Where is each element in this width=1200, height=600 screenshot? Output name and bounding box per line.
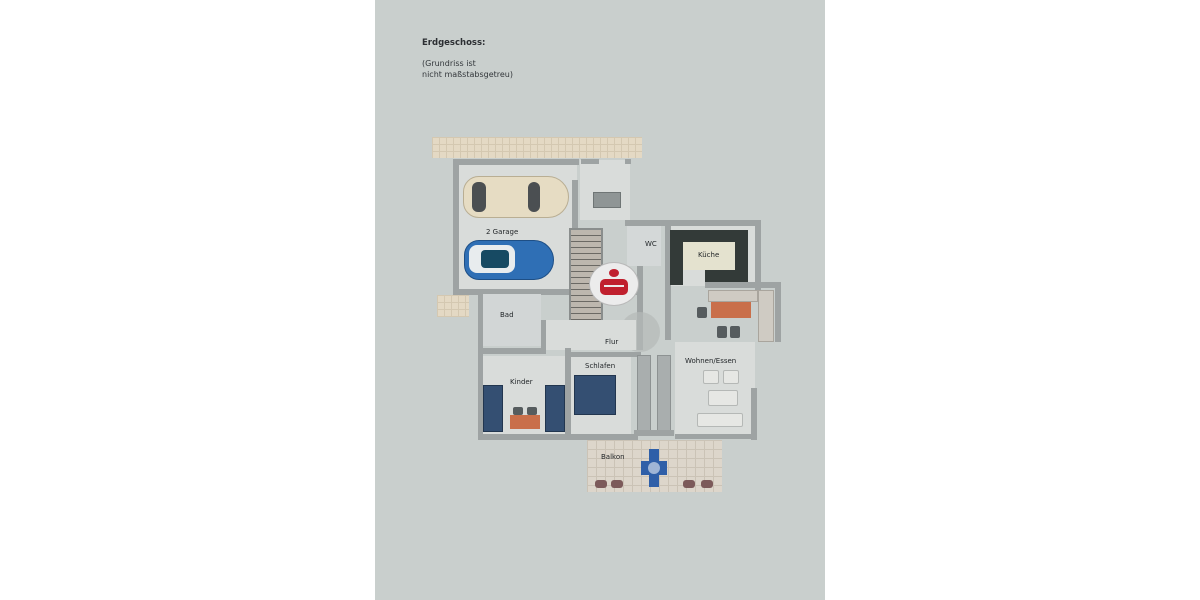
kitchen-counter <box>735 230 748 282</box>
wall <box>453 289 643 295</box>
kitchen-counter <box>670 230 683 285</box>
sofa <box>697 413 743 427</box>
armchair <box>723 370 739 384</box>
bath-floor <box>483 294 541 346</box>
bed <box>483 385 503 432</box>
floor-plan: 2 Garage WC Küche <box>375 0 825 600</box>
scale-note-line-1: (Grundriss ist <box>422 59 476 68</box>
table-top <box>648 462 660 474</box>
kitchen-counter <box>705 270 748 282</box>
chair <box>513 407 523 415</box>
wall <box>637 220 643 350</box>
wall <box>483 348 541 354</box>
wall <box>565 348 571 438</box>
sparkasse-logo <box>589 262 639 306</box>
scale-note: (Grundriss ist nicht maßstabsgetreu) <box>422 58 562 80</box>
wall <box>775 282 781 342</box>
plant <box>595 480 607 488</box>
sideboard <box>758 290 774 342</box>
wall <box>571 352 641 357</box>
logo-s-shape <box>600 279 628 295</box>
wall <box>453 159 459 294</box>
scale-note-line-2: nicht maßstabsgetreu) <box>422 70 513 79</box>
coffee-table <box>708 390 738 406</box>
plant <box>611 480 623 488</box>
armchair <box>703 370 719 384</box>
plant <box>683 480 695 488</box>
dining-table <box>711 302 751 318</box>
wall <box>705 282 780 288</box>
wall <box>478 434 638 440</box>
logo-dot <box>609 269 619 277</box>
wardrobe <box>637 355 651 435</box>
wall <box>625 159 631 164</box>
room-label-garage: 2 Garage <box>486 228 519 236</box>
page-title: Erdgeschoss: <box>422 38 486 48</box>
wc-floor <box>627 226 661 266</box>
wall <box>478 294 483 434</box>
room-label-kueche: Küche <box>698 251 720 259</box>
room-label-bad: Bad <box>500 311 514 319</box>
hallway-floor <box>546 320 636 350</box>
wardrobe <box>657 355 671 435</box>
wall <box>453 159 579 165</box>
kitchen-counter <box>670 230 748 242</box>
car-beige <box>463 176 569 218</box>
desk <box>510 415 540 429</box>
chair <box>527 407 537 415</box>
room-label-wohnen: Wohnen/Essen <box>685 357 737 365</box>
chair <box>730 326 740 338</box>
wardrobe <box>593 192 621 208</box>
car-window <box>481 250 509 268</box>
car-window <box>472 182 486 212</box>
wall <box>675 434 755 439</box>
room-label-kinder: Kinder <box>510 378 533 386</box>
room-label-flur: Flur <box>605 338 619 346</box>
side-path-tiles <box>437 295 469 317</box>
wall <box>751 388 757 440</box>
table-blue <box>641 449 667 487</box>
driveway-tiles <box>432 137 642 158</box>
room-label-schlafen: Schlafen <box>585 362 616 370</box>
chair <box>697 307 707 318</box>
bed <box>545 385 565 432</box>
wall <box>541 320 546 354</box>
wall <box>581 159 599 164</box>
room-label-balkon: Balkon <box>601 453 625 461</box>
wall <box>625 220 760 226</box>
car-window <box>528 182 540 212</box>
car-blue <box>464 240 554 280</box>
plant <box>701 480 713 488</box>
chair <box>717 326 727 338</box>
room-label-wc: WC <box>645 240 657 248</box>
wall <box>755 220 761 290</box>
entry-floor <box>580 160 630 220</box>
kitchen-island <box>683 242 735 270</box>
floor-plan-sheet: Erdgeschoss: (Grundriss ist nicht maßsta… <box>375 0 825 600</box>
wall <box>634 430 674 436</box>
double-bed <box>574 375 616 415</box>
wall <box>665 220 671 340</box>
logo-s-line <box>604 285 624 287</box>
sideboard <box>708 290 758 302</box>
